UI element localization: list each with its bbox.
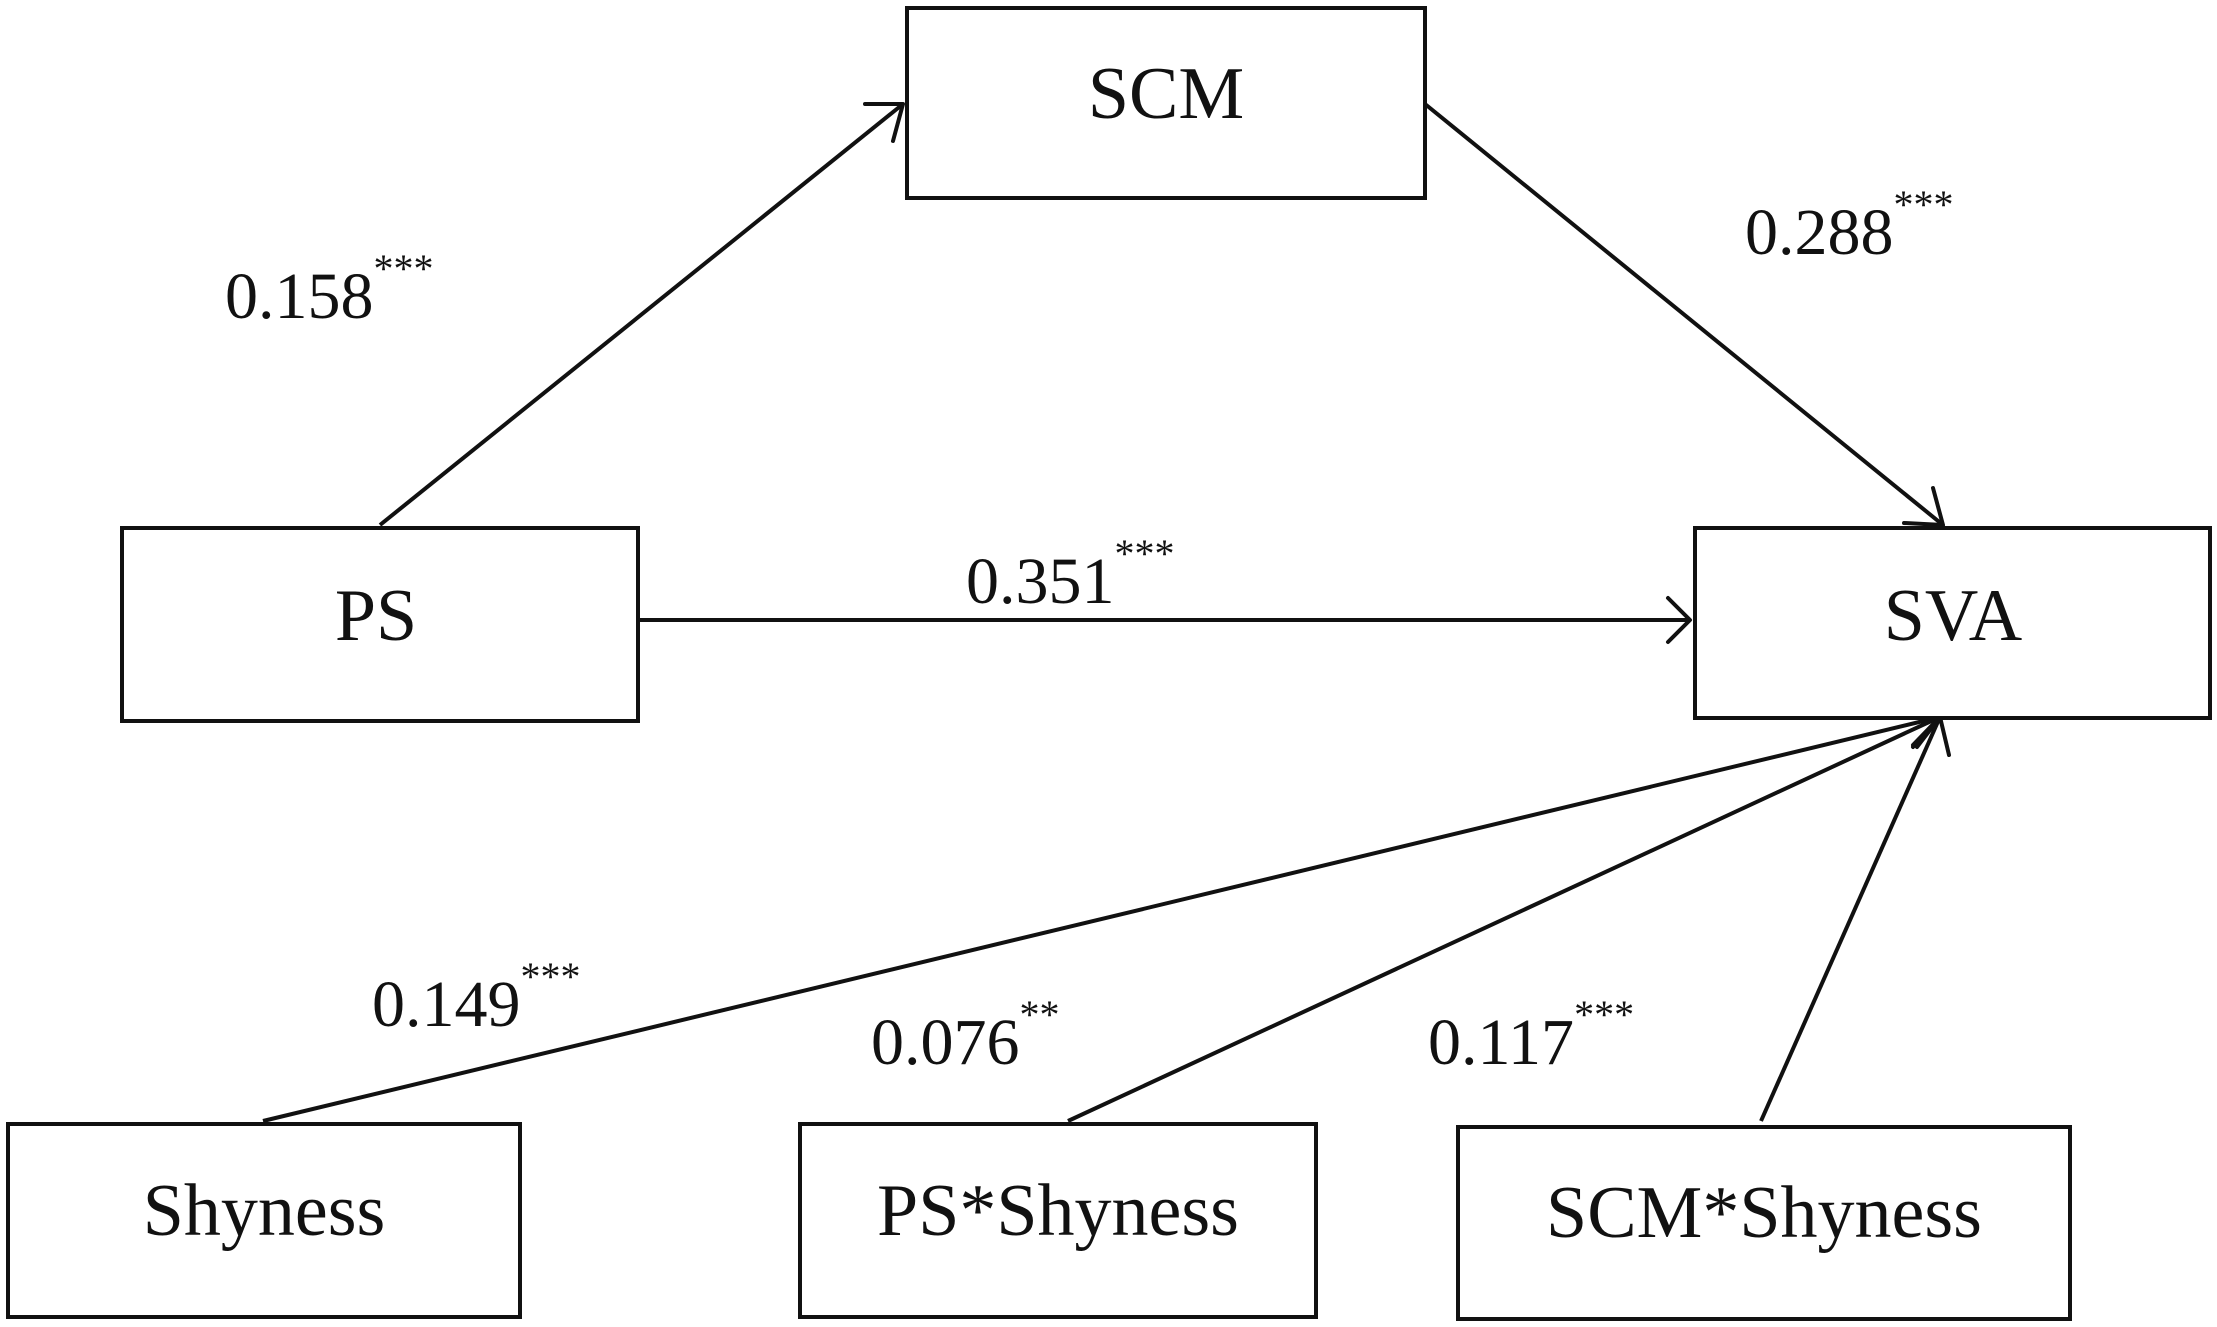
node-shyness: Shyness (6, 1122, 522, 1319)
node-ps-shyness: PS*Shyness (798, 1122, 1318, 1319)
coef-ps-shyness-to-sva-value: 0.076 (871, 1006, 1020, 1079)
coef-ps-shyness-to-sva-sig: ** (1020, 992, 1060, 1037)
edge-scm-to-sva (1423, 102, 1945, 527)
coef-scm-to-sva: 0.288*** (1745, 182, 1954, 269)
coef-shyness-to-sva: 0.149*** (372, 954, 581, 1041)
coef-shyness-to-sva-value: 0.149 (372, 968, 521, 1041)
edge-scm-shyness-to-sva (1759, 715, 1951, 1122)
node-sva-label: SVA (1884, 575, 2023, 657)
node-ps-shyness-label: PS*Shyness (877, 1170, 1239, 1252)
node-ps: PS (120, 526, 640, 723)
coef-scm-shyness-to-sva: 0.117*** (1428, 992, 1634, 1079)
node-ps-label: PS (335, 575, 417, 657)
coef-scm-to-sva-sig: *** (1894, 182, 1954, 227)
coef-scm-shyness-to-sva-sig: *** (1574, 992, 1634, 1037)
coef-ps-to-scm-sig: *** (374, 246, 434, 291)
node-shyness-label: Shyness (143, 1170, 386, 1252)
node-scm-shyness-label: SCM*Shyness (1546, 1172, 1982, 1254)
node-scm-shyness: SCM*Shyness (1456, 1125, 2072, 1321)
coef-ps-to-scm: 0.158*** (225, 246, 434, 333)
node-sva: SVA (1693, 526, 2212, 720)
edge-ps-to-sva (638, 596, 1692, 644)
coef-ps-to-scm-value: 0.158 (225, 260, 374, 333)
node-scm: SCM (905, 6, 1427, 200)
node-scm-label: SCM (1088, 53, 1244, 135)
edge-shyness-to-sva (262, 707, 1942, 1123)
edge-ps-to-scm (378, 102, 905, 527)
coef-ps-to-sva: 0.351*** (966, 531, 1175, 618)
coef-ps-to-sva-value: 0.351 (966, 545, 1115, 618)
coef-ps-shyness-to-sva: 0.076** (871, 992, 1060, 1079)
coef-ps-to-sva-sig: *** (1115, 531, 1175, 576)
coef-scm-to-sva-value: 0.288 (1745, 196, 1894, 269)
coef-scm-shyness-to-sva-value: 0.117 (1428, 1006, 1574, 1079)
coef-shyness-to-sva-sig: *** (521, 954, 581, 999)
